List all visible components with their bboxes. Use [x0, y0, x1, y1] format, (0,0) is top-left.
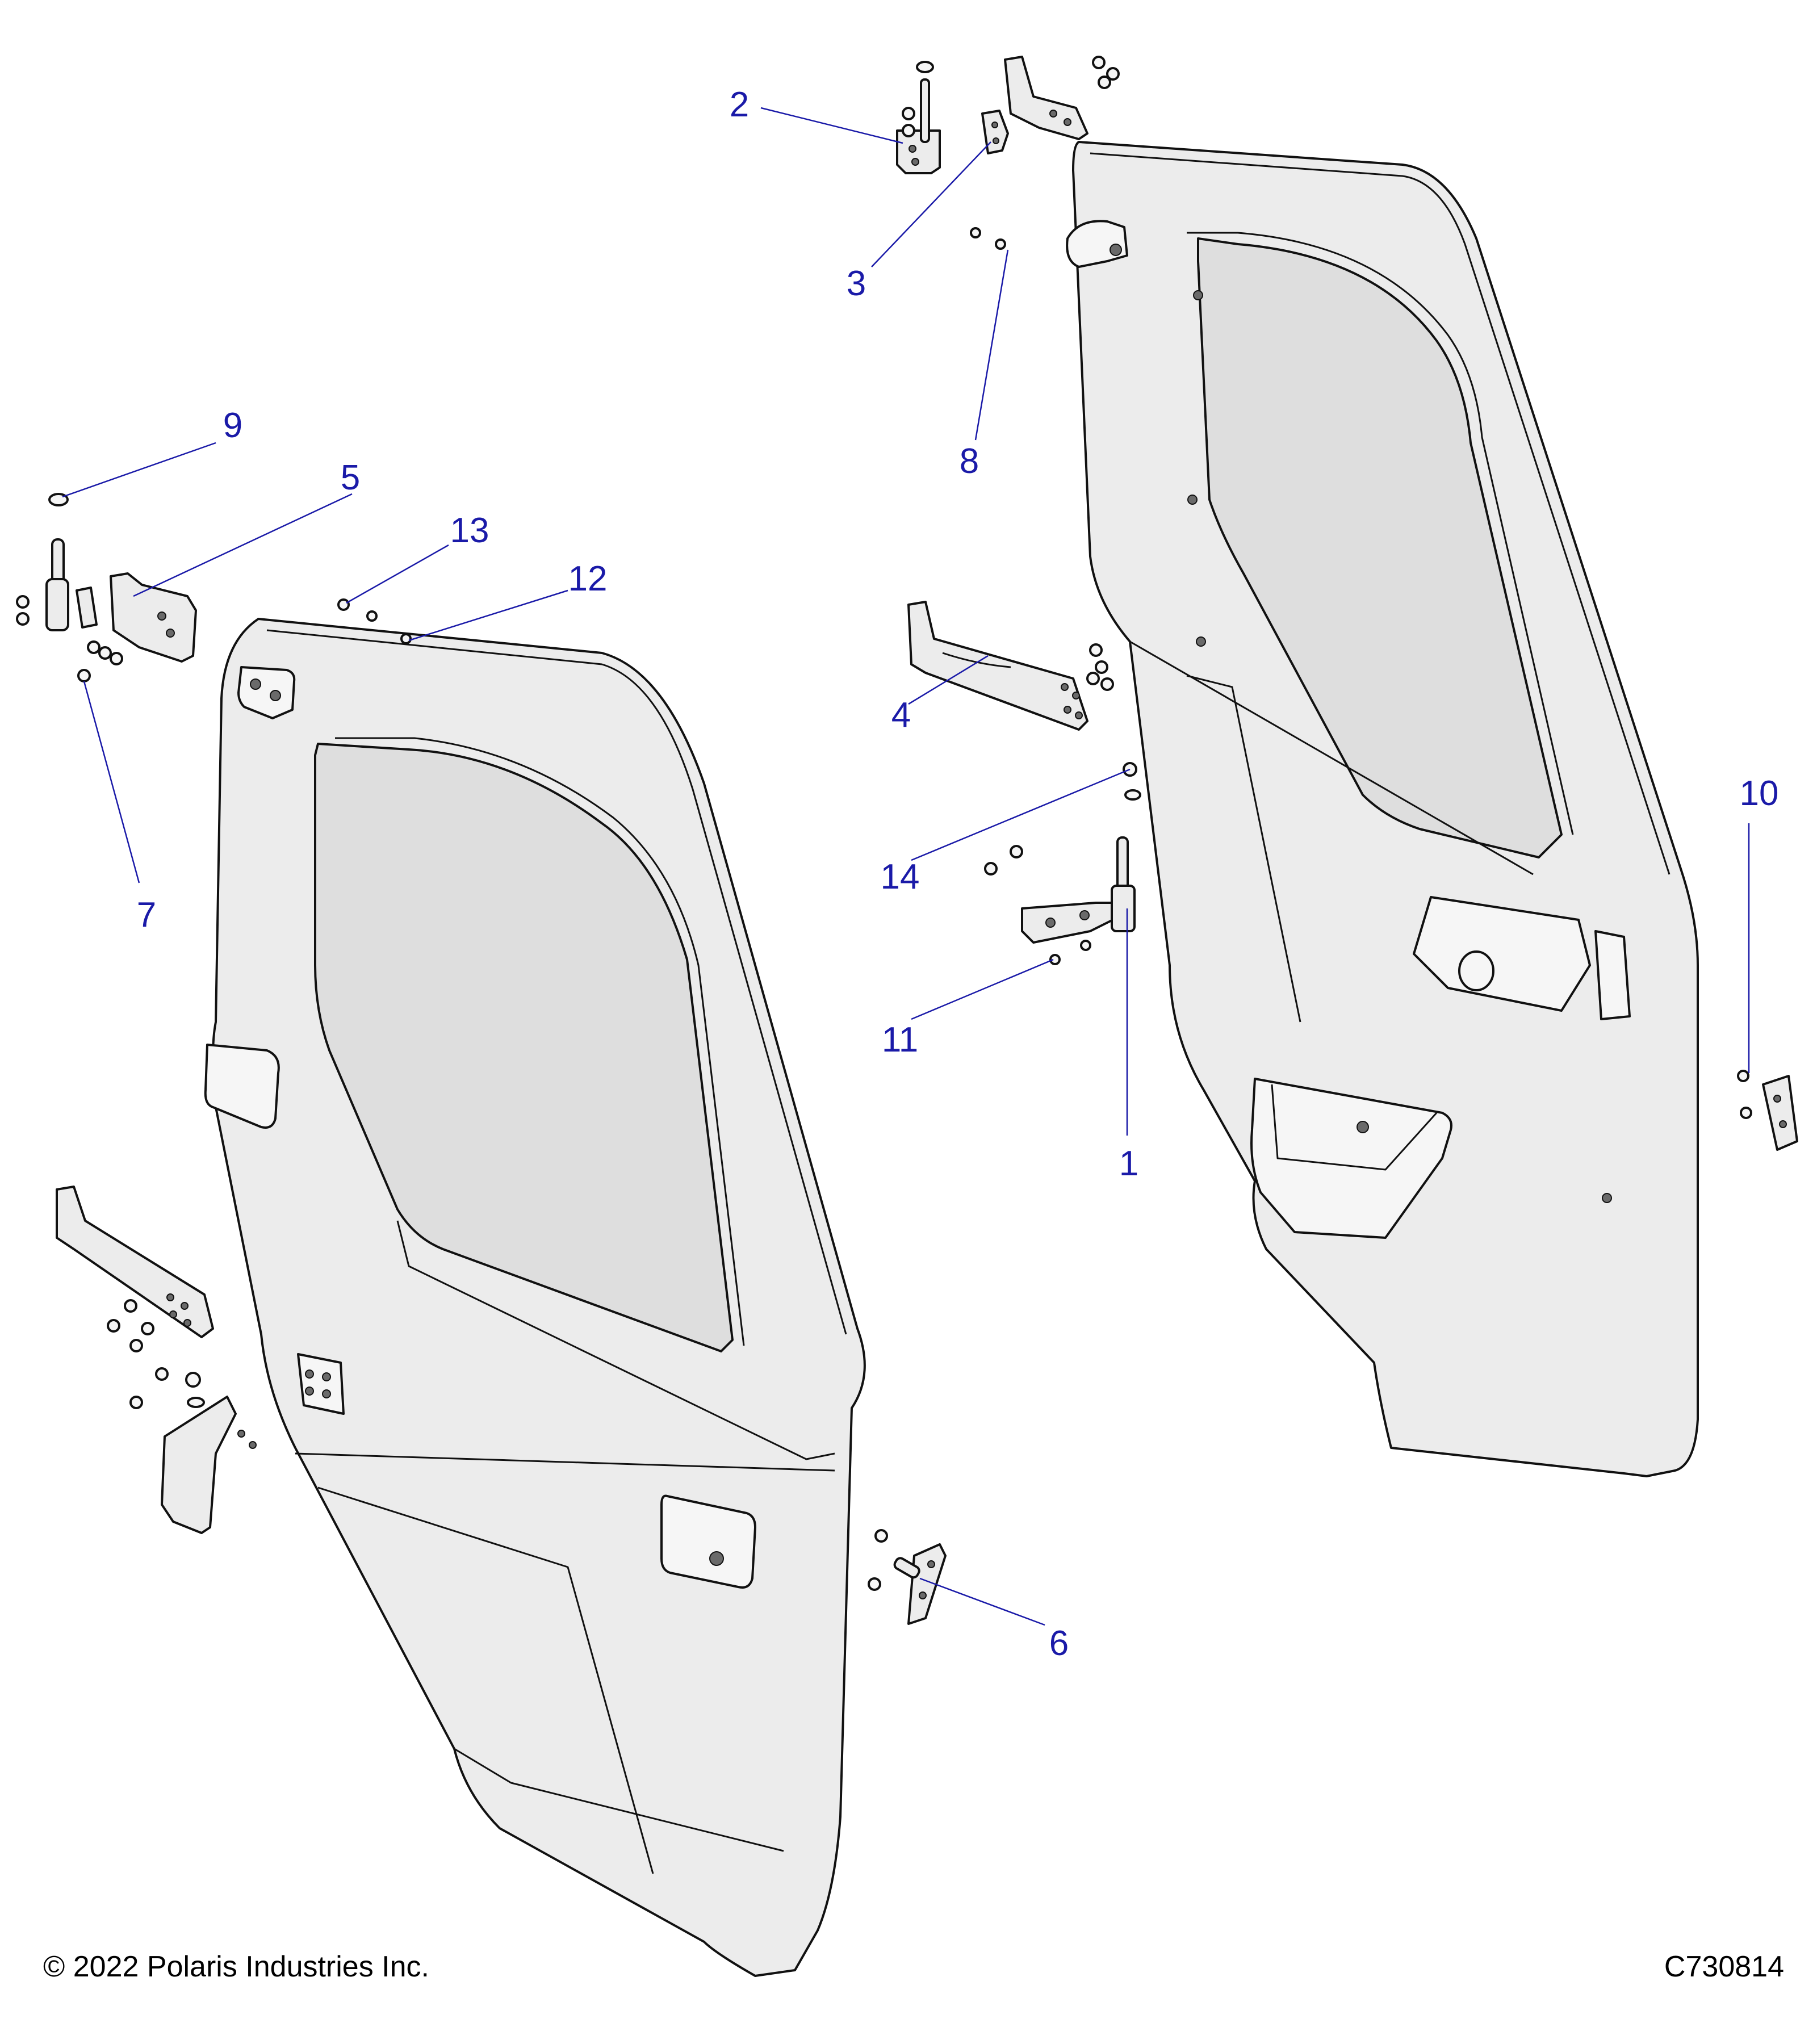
- leader-7: [83, 681, 140, 883]
- callout-labels: 1 2 3 4 5 6 7 8 9 10 11 12 13 14: [137, 85, 1779, 1663]
- callout-2: 2: [730, 85, 749, 124]
- upper-right-strap: [1004, 56, 1088, 140]
- left-lower-hinge: [161, 1396, 257, 1534]
- left-door: [204, 618, 866, 1977]
- left-door-lower-hinge-pad: [297, 1353, 345, 1415]
- leader-12: [408, 589, 568, 642]
- leader-11: [911, 958, 1054, 1020]
- leader-9: [62, 442, 216, 498]
- callout-12: 12: [568, 559, 608, 598]
- leader-8: [974, 249, 1009, 441]
- part-2-hinge: [896, 61, 941, 174]
- left-lower-strap: [56, 1186, 214, 1338]
- callout-8: 8: [960, 442, 979, 481]
- right-door: [1066, 141, 1699, 1477]
- right-door-storage-pocket: [1250, 1078, 1452, 1239]
- callout-13: 13: [450, 511, 489, 550]
- diagram-id: C730814: [1664, 1950, 1784, 1983]
- leader-lines: [62, 107, 1750, 1626]
- part-6-striker: [893, 1543, 947, 1625]
- part-5-hinge-plate: [110, 572, 197, 663]
- callout-3: 3: [847, 264, 866, 303]
- left-door-handle: [660, 1494, 756, 1589]
- left-door-grab-pocket: [204, 1044, 280, 1129]
- leader-13: [346, 544, 449, 604]
- right-door-latch-block: [1594, 930, 1631, 1020]
- callout-9: 9: [223, 406, 242, 445]
- right-door-window: [1197, 237, 1563, 858]
- leader-14: [911, 768, 1131, 861]
- leader-4: [908, 655, 989, 705]
- part-10-striker: [1762, 1075, 1798, 1151]
- leader-6: [919, 1577, 1045, 1626]
- callout-14: 14: [881, 857, 920, 897]
- leader-5: [133, 493, 353, 597]
- leader-3: [871, 141, 991, 267]
- callout-11: 11: [882, 1020, 918, 1059]
- fasteners: [16, 56, 1752, 1591]
- part-4-strap: [907, 601, 1088, 731]
- callout-5: 5: [341, 458, 360, 497]
- callout-4: 4: [891, 696, 911, 735]
- right-door-upper-strap-bracket: [1066, 220, 1128, 268]
- leader-2: [760, 107, 903, 144]
- right-door-release-knob: [1458, 950, 1494, 991]
- left-door-window: [314, 743, 734, 1352]
- callout-7: 7: [137, 895, 156, 935]
- callout-1: 1: [1119, 1144, 1138, 1183]
- callout-6: 6: [1049, 1624, 1069, 1663]
- right-door-latch-assembly: [1413, 896, 1591, 1012]
- callout-10: 10: [1740, 774, 1779, 813]
- part-1-hinge: [1021, 836, 1136, 944]
- copyright-text: © 2022 Polaris Industries Inc.: [43, 1950, 429, 1983]
- left-hinge-pin: [45, 538, 98, 631]
